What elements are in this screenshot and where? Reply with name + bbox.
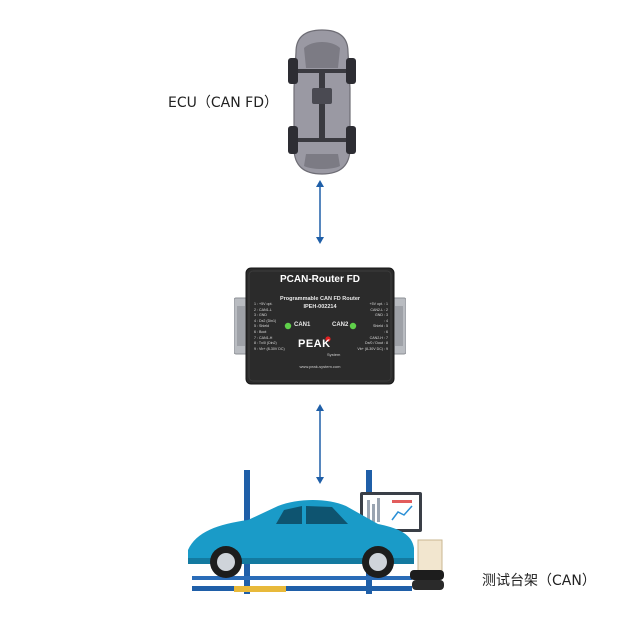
left-pin-3: 3 : GND <box>254 313 267 318</box>
router-brand-logo: PEAK <box>298 338 331 350</box>
right-pin-3: GND : 3 <box>375 313 388 318</box>
right-pin-8: Dx/0 / Dout : 8 <box>365 341 388 346</box>
left-pin-4: 4 : Dx2 (Din1) <box>254 318 277 323</box>
right-pin-1: +5V opt. : 1 <box>369 302 388 306</box>
link-arrow-router-bench <box>316 404 324 484</box>
left-pin-2: 2 : CAN1-L <box>254 307 272 312</box>
left-pin-9: 9 : Vb+ (8-30V DC) <box>254 346 285 351</box>
router-title: PCAN-Router FD <box>280 274 360 285</box>
ecu-label: ECU（CAN FD） <box>168 95 278 111</box>
router-can2-label: CAN2 <box>332 322 349 328</box>
right-pin-5: Shield : 5 <box>373 324 388 329</box>
link-arrow-ecu-router <box>316 180 324 244</box>
router-subtitle: Programmable CAN FD Router <box>279 296 361 302</box>
left-pin-5: 5 : Shield <box>254 324 269 329</box>
test-bench-label: 测试台架（CAN） <box>482 573 596 589</box>
left-pin-6: 6 : Boot <box>254 329 267 334</box>
right-pin-2: CAN2-L : 2 <box>370 307 388 312</box>
right-pin-9: Vb+ (8-30V DC) : 9 <box>357 346 388 351</box>
left-pin-1: 1 : +5V opt. <box>254 302 273 306</box>
router-body <box>233 267 407 385</box>
test-bench-scene <box>188 470 444 594</box>
ecu-car-top-view <box>288 29 356 175</box>
pcan-router-device: PCAN-Router FD Programmable CAN FD Route… <box>233 266 407 386</box>
router-brand-sub: System <box>327 352 341 357</box>
left-pin-7: 7 : CAN1-H <box>254 335 273 340</box>
right-pin-6: : 6 <box>384 329 388 334</box>
router-website: www.peak-system.com <box>299 364 341 369</box>
right-pin-4: : 4 <box>384 318 388 323</box>
left-pin-8: 8 : Tx/0 (Din2) <box>254 341 277 346</box>
router-part-number: IPEH-002214 <box>303 304 337 310</box>
router-can1-label: CAN1 <box>294 322 311 328</box>
right-pin-7: CAN2-H : 7 <box>369 335 388 340</box>
